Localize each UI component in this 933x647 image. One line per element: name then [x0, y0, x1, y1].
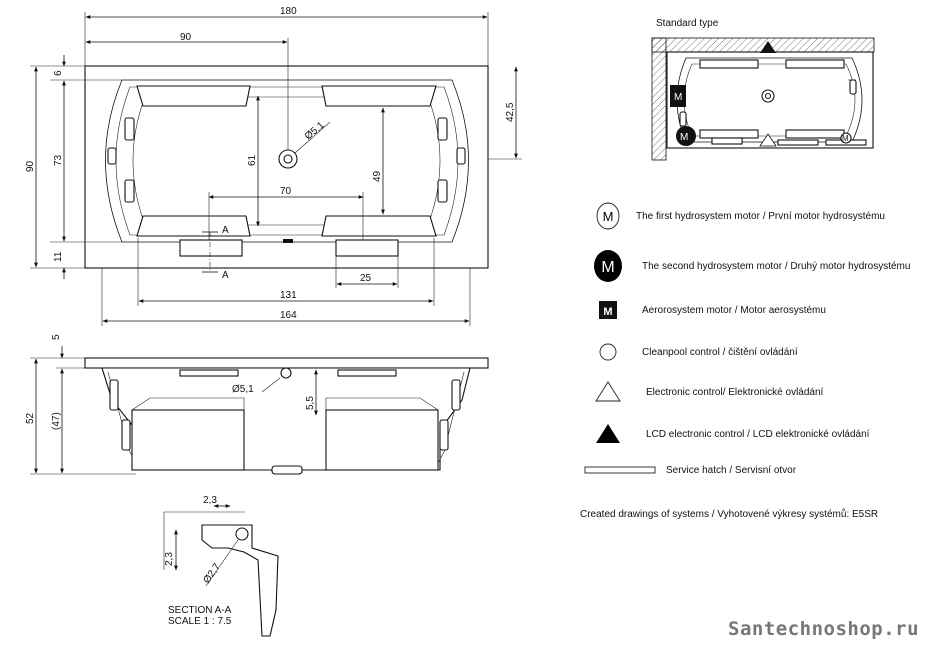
- headrest-bottom-left: [136, 215, 251, 237]
- dim-sec-2-3-top: 2,3: [203, 495, 217, 506]
- top-view-basin: [105, 79, 469, 243]
- top-view: 180 90 90 73 6 11 42,5 61 49 Ø5,1 70: [25, 6, 522, 326]
- side-view: 52 (47) 5 Ø5,1 5,5: [25, 334, 489, 475]
- dim-52: 52: [25, 412, 36, 424]
- svg-text:M: M: [603, 306, 612, 318]
- standard-type-diagram: [651, 37, 875, 161]
- drain-inner: [283, 154, 293, 164]
- dim-5: 5: [51, 334, 62, 340]
- mini-lcd-triangle-icon: [760, 41, 776, 53]
- dim-drain-side: Ø5,1: [232, 384, 254, 395]
- dim-73: 73: [53, 154, 64, 166]
- dim-5-5: 5,5: [305, 396, 316, 410]
- svg-text:M: M: [601, 259, 614, 276]
- legend-label: Aerorosystem motor / Motor aerosystému: [642, 304, 826, 316]
- service-hatch-icon: [584, 466, 656, 474]
- section-mark-a-top: A: [222, 225, 229, 236]
- mini-first-m: M: [842, 134, 849, 143]
- legend-row-first-motor: M The first hydrosystem motor / První mo…: [580, 202, 925, 230]
- motor-right-box: [335, 239, 399, 257]
- dim-49: 49: [372, 170, 383, 182]
- mini-electronic-triangle-icon: [759, 133, 777, 147]
- dim-164: 164: [280, 310, 297, 321]
- legend-row-electronic: Electronic control/ Elektronické ovládán…: [580, 378, 925, 406]
- legend-row-second-motor: M The second hydrosystem motor / Druhý m…: [580, 250, 925, 282]
- dim-6: 6: [53, 70, 64, 76]
- headrest-top-left: [136, 85, 251, 107]
- side-panel-right: [325, 409, 439, 471]
- section-profile: [201, 524, 279, 637]
- side-rim: [84, 357, 489, 369]
- side-panel-left: [131, 409, 245, 471]
- circle-outline-icon: [599, 343, 617, 361]
- m-circle-filled-icon: M: [594, 250, 622, 282]
- dim-25: 25: [360, 273, 372, 284]
- dim-61: 61: [247, 154, 258, 166]
- section-mark-a-bottom: A: [222, 270, 229, 281]
- legend-label: Service hatch / Servisní otvor: [666, 464, 797, 476]
- legend-label: The first hydrosystem motor / První moto…: [636, 210, 885, 222]
- dim-180: 180: [280, 6, 297, 17]
- created-drawings-note: Created drawings of systems / Vyhotovené…: [580, 509, 879, 520]
- legend: Standard type M The first hydrosystem mo…: [580, 0, 925, 560]
- dim-11: 11: [53, 251, 64, 262]
- dim-90-height: 90: [25, 160, 36, 172]
- legend-label: Cleanpool control / čištění ovládání: [642, 346, 798, 358]
- dim-42-5: 42,5: [505, 102, 516, 122]
- headrest-bottom-right: [321, 215, 437, 237]
- triangle-filled-icon: [596, 424, 620, 443]
- legend-label: LCD electronic control / LCD elektronick…: [646, 428, 870, 440]
- headrest-top-right: [321, 85, 437, 107]
- dim-sec-2-7: Ø2,7: [201, 561, 223, 585]
- dim-70: 70: [280, 186, 292, 197]
- watermark: Santechnoshop.ru: [728, 618, 920, 640]
- legend-label: The second hydrosystem motor / Druhý mot…: [642, 260, 911, 272]
- dim-47: (47): [51, 412, 62, 430]
- section-a-a-label: SECTION A-A SCALE 1 : 7.5: [168, 605, 232, 627]
- legend-row-lcd: LCD electronic control / LCD elektronick…: [580, 420, 925, 448]
- m-square-filled-icon: M: [599, 301, 617, 319]
- motor-left-box: [179, 239, 243, 257]
- legend-row-service-hatch: Service hatch / Servisní otvor: [580, 456, 925, 484]
- legend-row-aerosystem-motor: M Aerorosystem motor / Motor aerosystému: [580, 296, 925, 324]
- triangle-outline-icon: [595, 381, 621, 402]
- mini-first-motor-icon: [840, 132, 852, 144]
- mini-second-motor-icon: [676, 126, 696, 146]
- legend-row-cleanpool: Cleanpool control / čištění ovládání: [580, 338, 925, 366]
- mini-aero-m: M: [674, 92, 682, 103]
- legend-label: Electronic control/ Elektronické ovládán…: [646, 386, 824, 398]
- mini-aerosystem-icon: [670, 85, 686, 107]
- dim-sec-2-3-left: 2,3: [164, 552, 175, 566]
- m-circle-outline-icon: M: [596, 202, 620, 230]
- standard-type-title: Standard type: [656, 18, 719, 29]
- dim-131: 131: [280, 290, 297, 301]
- mini-second-m: M: [680, 132, 688, 143]
- svg-text:M: M: [603, 209, 614, 224]
- dim-90-top: 90: [180, 32, 192, 43]
